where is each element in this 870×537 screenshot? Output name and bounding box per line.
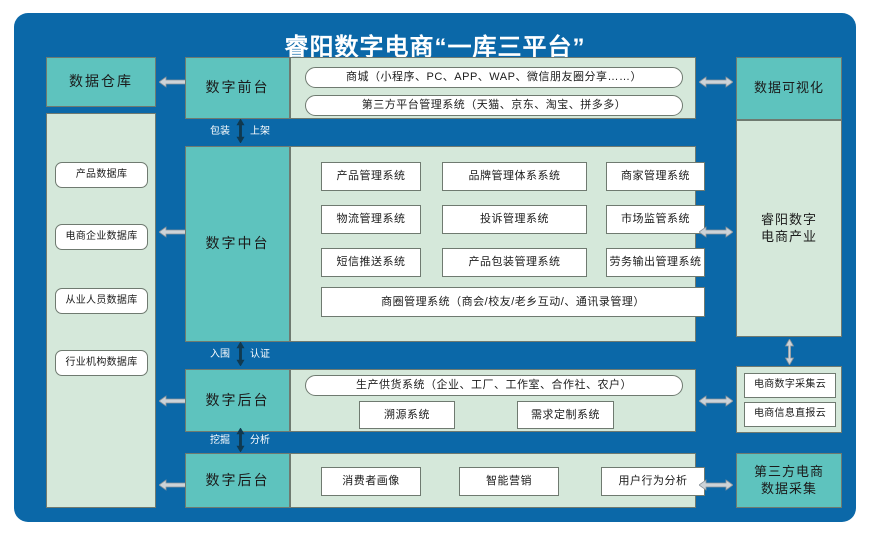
- item-label: 投诉管理系统: [480, 213, 549, 226]
- layer-0-content: 商城（小程序、PC、APP、WAP、微信朋友圈分享……） 第三方平台管理系统（天…: [290, 57, 696, 119]
- database-label: 行业机构数据库: [65, 356, 138, 368]
- item-label: 产品管理系统: [336, 170, 406, 183]
- industry-box[interactable]: 睿阳数字 电商产业: [736, 120, 842, 337]
- cloud-label: 电商信息直报云: [753, 408, 827, 420]
- layer-name-label: 数字后台: [205, 391, 270, 408]
- layer-name-label: 数字前台: [205, 79, 270, 96]
- database-label: 产品数据库: [75, 168, 128, 180]
- layer-3-name-box[interactable]: 数字后台: [185, 453, 290, 508]
- database-label: 电商企业数据库: [65, 230, 138, 242]
- item-label: 消费者画像: [342, 475, 400, 488]
- cloud-label: 电商数字采集云: [753, 379, 827, 391]
- item-label: 智能营销: [486, 475, 532, 488]
- layer-0-name-box[interactable]: 数字前台: [185, 57, 290, 119]
- item-label: 溯源系统: [384, 408, 430, 421]
- database-item-2[interactable]: 从业人员数据库: [55, 288, 148, 314]
- layer-3-item-1[interactable]: 智能营销: [459, 467, 559, 496]
- layer-2-content: 生产供货系统（企业、工厂、工作室、合作社、农户） 溯源系统 需求定制系统: [290, 369, 696, 432]
- item-label: 用户行为分析: [618, 475, 688, 488]
- layer-1-item-1[interactable]: 品牌管理体系系统: [442, 162, 587, 191]
- double-arrow-horizontal-icon: [157, 225, 195, 239]
- layer-1-content: 产品管理系统 品牌管理体系系统 商家管理系统 物流管理系统 投诉管理系统 市场监…: [290, 146, 705, 342]
- connector-2-left-label: 挖掘: [210, 435, 230, 446]
- layer-0-item-0[interactable]: 商城（小程序、PC、APP、WAP、微信朋友圈分享……）: [305, 67, 683, 88]
- layer-1-item-7[interactable]: 产品包装管理系统: [442, 248, 587, 277]
- data-visualization-label: 数据可视化: [753, 80, 824, 96]
- third-party-label-line1: 第三方电商: [753, 463, 824, 479]
- item-label: 市场监管系统: [621, 213, 690, 226]
- double-arrow-horizontal-icon: [157, 75, 195, 89]
- layer-1-item-9[interactable]: 商圈管理系统（商会/校友/老乡互动/、通讯录管理）: [321, 287, 705, 317]
- layer-1-name-box[interactable]: 数字中台: [185, 146, 290, 342]
- layer-1-item-4[interactable]: 投诉管理系统: [442, 205, 587, 234]
- data-warehouse-label: 数据仓库: [69, 73, 133, 90]
- connector-0-left-label: 包装: [210, 126, 230, 137]
- double-arrow-vertical-icon: [233, 428, 247, 452]
- item-label: 需求定制系统: [531, 408, 600, 421]
- layer-3-content: 消费者画像 智能营销 用户行为分析: [290, 453, 705, 508]
- layer-name-label: 数字中台: [205, 235, 270, 252]
- industry-label-line2: 电商产业: [760, 228, 817, 244]
- layer-1-item-8[interactable]: 劳务输出管理系统: [606, 248, 705, 277]
- layer-name-label: 数字后台: [205, 471, 270, 488]
- item-label: 生产供货系统（企业、工厂、工作室、合作社、农户）: [356, 379, 632, 392]
- database-container: 产品数据库 电商企业数据库 从业人员数据库 行业机构数据库: [46, 113, 156, 508]
- item-label: 劳务输出管理系统: [609, 256, 702, 269]
- layer-3-item-2[interactable]: 用户行为分析: [601, 467, 705, 496]
- double-arrow-horizontal-icon: [697, 75, 735, 89]
- database-item-3[interactable]: 行业机构数据库: [55, 350, 148, 376]
- connector-2-right-label: 分析: [250, 435, 270, 446]
- item-label: 商城（小程序、PC、APP、WAP、微信朋友圈分享……）: [346, 71, 642, 84]
- double-arrow-horizontal-icon: [697, 225, 735, 239]
- layer-1-item-2[interactable]: 商家管理系统: [606, 162, 705, 191]
- item-label: 产品包装管理系统: [468, 256, 561, 269]
- layer-0-item-1[interactable]: 第三方平台管理系统（天猫、京东、淘宝、拼多多）: [305, 95, 683, 116]
- page-title: 睿阳数字电商“一库三平台”: [284, 34, 586, 61]
- main-panel: 睿阳数字电商“一库三平台” 数据仓库 产品数据库 电商企业数据库 从业人员数据库…: [14, 13, 856, 522]
- layer-1-item-6[interactable]: 短信推送系统: [321, 248, 421, 277]
- item-label: 第三方平台管理系统（天猫、京东、淘宝、拼多多）: [361, 99, 627, 112]
- layer-1-item-5[interactable]: 市场监管系统: [606, 205, 705, 234]
- layer-2-item-1[interactable]: 溯源系统: [359, 401, 455, 429]
- layer-2-item-2[interactable]: 需求定制系统: [517, 401, 614, 429]
- database-item-1[interactable]: 电商企业数据库: [55, 224, 148, 250]
- item-label: 物流管理系统: [336, 213, 406, 226]
- item-label: 品牌管理体系系统: [468, 170, 561, 183]
- data-warehouse-box[interactable]: 数据仓库: [46, 57, 156, 107]
- connector-0-right-label: 上架: [250, 126, 270, 137]
- cloud-container: 电商数字采集云 电商信息直报云: [736, 366, 842, 433]
- layer-3-item-0[interactable]: 消费者画像: [321, 467, 421, 496]
- double-arrow-vertical-icon: [782, 339, 796, 365]
- database-label: 从业人员数据库: [65, 294, 138, 306]
- double-arrow-vertical-icon: [233, 342, 247, 366]
- data-visualization-box[interactable]: 数据可视化: [736, 57, 842, 120]
- double-arrow-horizontal-icon: [157, 478, 195, 492]
- industry-label-line1: 睿阳数字: [760, 211, 817, 227]
- layer-1-item-0[interactable]: 产品管理系统: [321, 162, 421, 191]
- item-label: 商圈管理系统（商会/校友/老乡互动/、通讯录管理）: [381, 295, 645, 308]
- cloud-item-0[interactable]: 电商数字采集云: [744, 373, 836, 398]
- item-label: 商家管理系统: [621, 170, 690, 183]
- connector-1-left-label: 入围: [210, 349, 230, 360]
- third-party-label-line2: 数据采集: [760, 480, 817, 496]
- double-arrow-vertical-icon: [233, 119, 247, 143]
- double-arrow-horizontal-icon: [697, 394, 735, 408]
- third-party-collection-box[interactable]: 第三方电商 数据采集: [736, 453, 842, 508]
- item-label: 短信推送系统: [336, 256, 406, 269]
- layer-2-item-0[interactable]: 生产供货系统（企业、工厂、工作室、合作社、农户）: [305, 375, 683, 396]
- double-arrow-horizontal-icon: [697, 478, 735, 492]
- database-item-0[interactable]: 产品数据库: [55, 162, 148, 188]
- layer-1-item-3[interactable]: 物流管理系统: [321, 205, 421, 234]
- double-arrow-horizontal-icon: [157, 394, 195, 408]
- cloud-item-1[interactable]: 电商信息直报云: [744, 402, 836, 427]
- layer-2-name-box[interactable]: 数字后台: [185, 369, 290, 432]
- connector-1-right-label: 认证: [250, 349, 270, 360]
